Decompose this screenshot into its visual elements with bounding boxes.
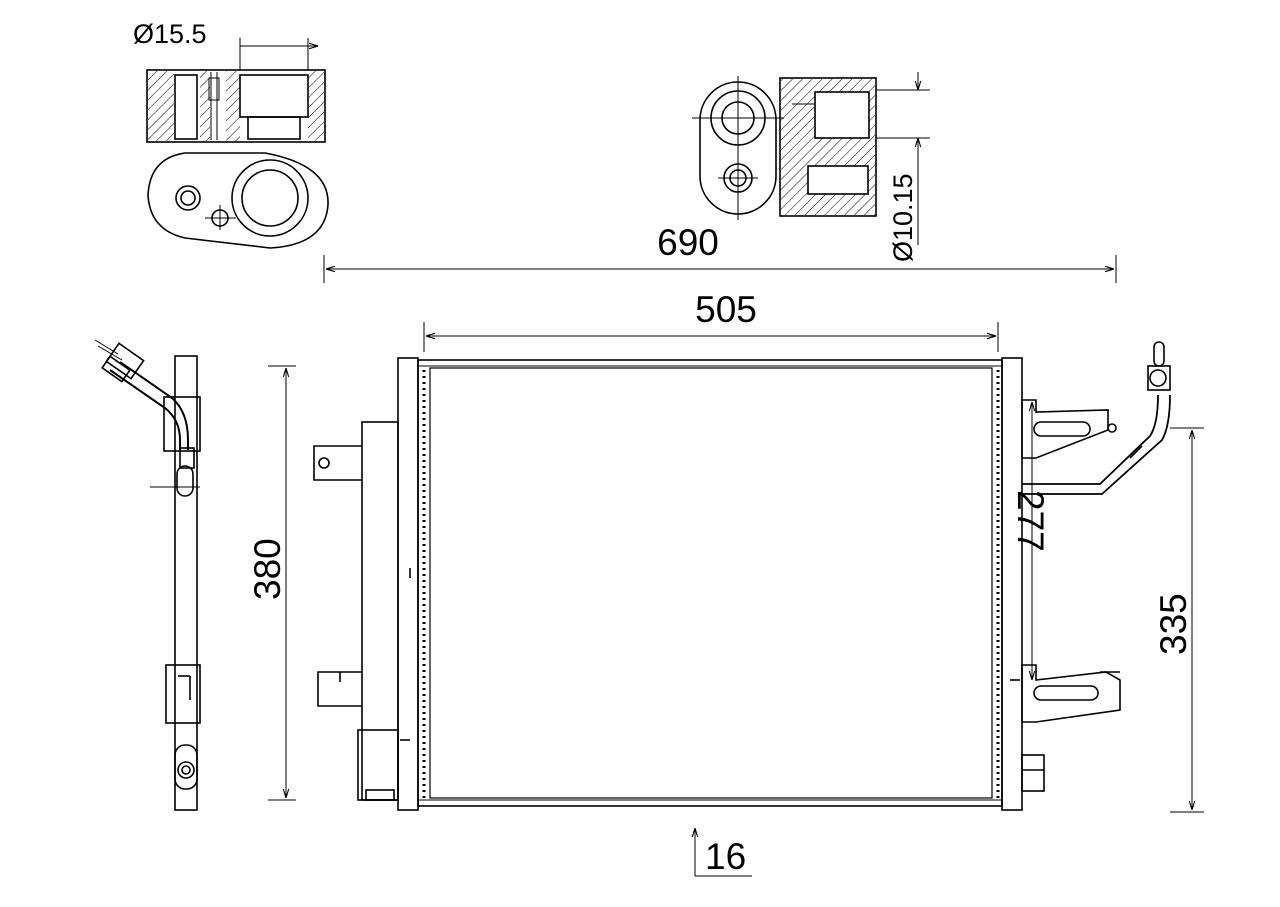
condenser-front-view	[313, 341, 1171, 811]
overall-width-dimension	[323, 255, 1117, 283]
inlet-diameter-label: Ø15.5	[133, 19, 207, 49]
outlet-diameter-label: Ø10.15	[888, 173, 918, 262]
receiver-drier	[361, 421, 399, 801]
pressure-sensor	[1021, 754, 1045, 792]
inlet-fitting-plan	[147, 152, 329, 249]
outlet-fitting-detail	[692, 72, 930, 245]
bracket-spacing-label: 335	[1153, 593, 1194, 655]
outlet-pipe	[1022, 394, 1159, 485]
upper-right-bracket	[1021, 399, 1109, 459]
height-dimension	[268, 365, 296, 801]
height-label: 380	[247, 538, 288, 600]
overall-width-label: 690	[657, 222, 719, 263]
inlet-port-circle	[231, 159, 309, 237]
thickness-dimension	[695, 828, 752, 877]
core-width-label: 505	[695, 289, 757, 330]
inlet-fitting-section	[146, 69, 326, 143]
core-width-dimension	[423, 322, 999, 352]
side-offset-label: 277	[1010, 490, 1051, 552]
thickness-label: 16	[705, 836, 746, 877]
lower-right-bracket	[1021, 664, 1121, 723]
outlet-fitting-section	[779, 77, 877, 217]
left-header-tank	[397, 357, 419, 811]
condenser-side-view	[94, 339, 201, 811]
bracket-spacing-dimension	[1170, 427, 1204, 813]
inlet-fitting-detail	[146, 38, 329, 249]
condenser-core	[417, 359, 1003, 807]
right-header-tank	[1001, 357, 1023, 811]
